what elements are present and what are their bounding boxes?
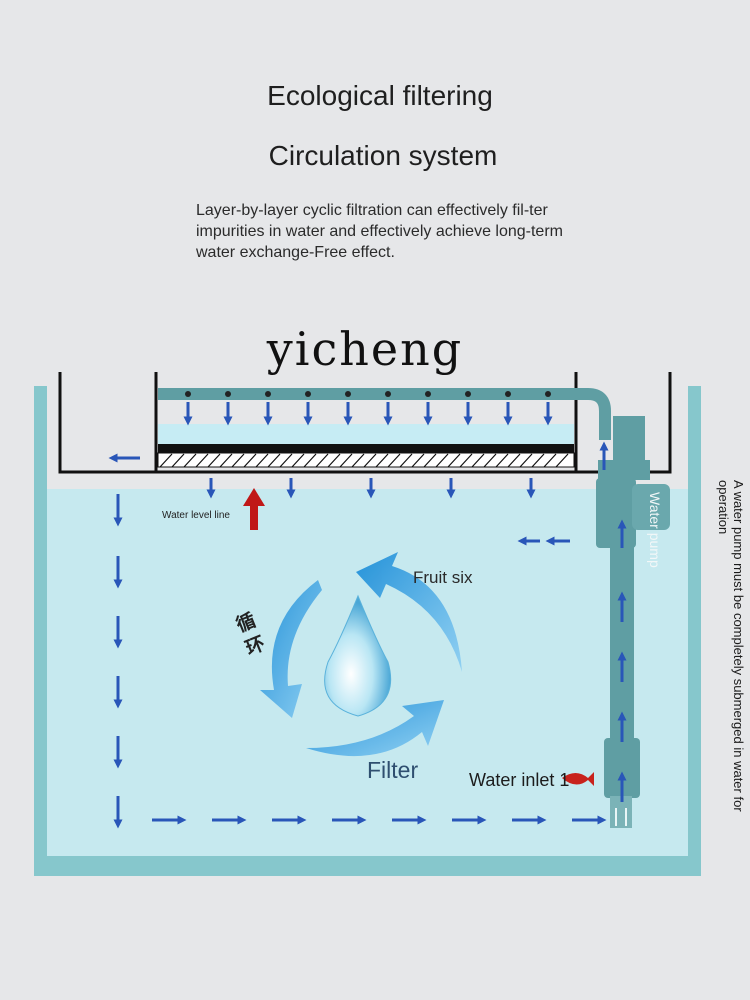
brand-watermark: yicheng: [266, 322, 464, 376]
fruit-six-label: Fruit six: [413, 568, 473, 587]
red-inflow-arrow: [243, 488, 265, 530]
title-line-2: Circulation system: [268, 140, 498, 171]
flow-arrows: [108, 402, 627, 829]
water-inlet-label: Water inlet 1: [469, 770, 570, 790]
filter-box: [58, 372, 672, 474]
spray-pipe: [158, 388, 611, 440]
title-line-1: Ecological filtering: [267, 80, 493, 111]
water-pump-label: Water pump: [647, 492, 663, 568]
water-drop-icon: [324, 594, 392, 717]
cycle-arrows: [260, 552, 462, 757]
pump-submerged-note: A water pump must be completely submerge…: [716, 480, 746, 812]
filter-label: Filter: [367, 757, 419, 783]
water-pump: [596, 416, 670, 828]
water-level-label: Water level line: [162, 510, 230, 521]
description-text: Layer-by-layer cyclic filtration can eff…: [196, 202, 563, 261]
fish-icon: [562, 772, 594, 786]
